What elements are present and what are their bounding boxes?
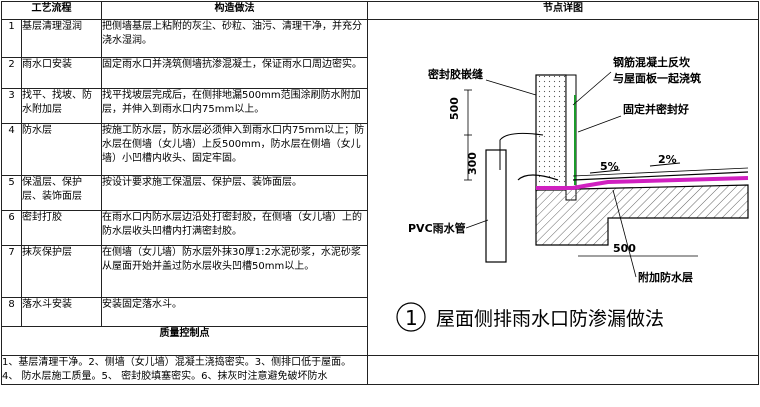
row-step: 基层清理湿润: [21, 19, 102, 58]
row-desc: 把侧墙基层上粘附的灰尘、砂粒、油污、清理干净，并充分浇水湿润。: [101, 19, 368, 58]
row-no: 4: [1, 123, 22, 176]
dim-500-horizontal: 500: [613, 242, 636, 255]
row-desc: 固定雨水口并浇筑侧墙抗渗混凝土，保证雨水口周边密实。: [101, 56, 368, 89]
pvc-pipe: [485, 149, 507, 263]
row-no: 8: [1, 296, 22, 327]
row-step: 防水层: [21, 123, 102, 176]
quality-text: 1、基层清理干净。2、侧墙（女儿墙）混凝土浇捣密实。3、侧排口低于屋面。4、 防…: [1, 355, 368, 385]
row-desc: 安装固定落水斗。: [101, 296, 368, 327]
header-detail: 节点详图: [367, 1, 759, 20]
label-concrete-1: 钢筋混凝土反坎: [613, 55, 691, 69]
row-step: 抹灰保护层: [21, 245, 102, 298]
construction-table: 工艺流程 构造做法 节点详图 1 基层清理湿润 把侧墙基层上粘附的灰尘、砂粒、油…: [1, 1, 759, 385]
detail-caption: 屋面侧排雨水口防渗漏做法: [436, 308, 664, 330]
slope-5: 5%: [600, 160, 619, 173]
roof-finish-top: [572, 167, 749, 177]
leader-extra: [612, 189, 637, 278]
outlet-flange: [517, 174, 559, 181]
detail-drawing-cell: 500 300 500 5% 2% 密封胶嵌缝 钢筋混凝土反坎 与屋面板一起浇筑…: [367, 19, 759, 356]
row-step: 找平、找坡、防水附加层: [21, 87, 102, 125]
label-fix: 固定并密封好: [623, 102, 689, 116]
waterproof-layer: [536, 176, 749, 190]
parapet-wall: [535, 74, 567, 191]
row-no: 2: [1, 56, 22, 89]
row-desc: 在雨水口内防水层边沿处打密封胶，在侧墙（女儿墙）上的防水层收头凹槽内打满密封胶。: [101, 210, 368, 247]
row-desc: 按设计要求施工保温层、保护层、装饰面层。: [101, 174, 368, 212]
header-process: 工艺流程: [1, 1, 102, 20]
roof-slab: [535, 184, 749, 246]
leader-fix: [577, 115, 622, 133]
row-no: 5: [1, 174, 22, 212]
label-sealant: 密封胶嵌缝: [428, 67, 483, 81]
row-desc: 按施工防水层，防水层必须伸入到雨水口内75mm以上；防水层在侧墙（女儿墙）上反5…: [101, 123, 368, 176]
detail-drawing: 500 300 500 5% 2% 密封胶嵌缝 钢筋混凝土反坎 与屋面板一起浇筑…: [396, 55, 749, 332]
label-pvc: PVC雨水管: [408, 221, 466, 235]
slope-arrow-1: [589, 169, 621, 174]
row-no: 1: [1, 19, 22, 58]
row-step: 密封打胶: [21, 210, 102, 247]
dim-300-vertical: 300: [466, 152, 479, 175]
row-step: 雨水口安装: [21, 56, 102, 89]
dim-500-vertical: 500: [448, 97, 461, 120]
header-method: 构造做法: [101, 1, 368, 20]
row-step: 保温层、保护层、装饰面层: [21, 174, 102, 212]
leader-sealant: [485, 79, 537, 96]
leader-concrete: [572, 71, 612, 106]
detail-number-circle: [396, 302, 426, 332]
label-concrete-2: 与屋面板一起浇筑: [613, 71, 701, 85]
drawing-bottom-cell: [367, 355, 759, 385]
row-no: 7: [1, 245, 22, 298]
row-no: 3: [1, 87, 22, 125]
detail-number: 1: [405, 306, 418, 330]
roof-finish: [572, 171, 749, 181]
leader-pvc: [465, 219, 489, 229]
quality-heading: 质量控制点: [1, 325, 368, 357]
row-step: 落水斗安装: [21, 296, 102, 327]
outlet-pipe: [499, 132, 544, 170]
slope-arrow-2: [649, 162, 681, 167]
row-no: 6: [1, 210, 22, 247]
slope-2: 2%: [658, 153, 677, 166]
row-desc: 找平找坡层完成后，在侧排地漏500mm范围涂刷防水附加层，并伸入到雨水口内75m…: [101, 87, 368, 125]
row-desc: 在侧墙（女儿墙）防水层外抹30厚1:2水泥砂浆，水泥砂浆从屋面开始并盖过防水层收…: [101, 245, 368, 298]
label-extra: 附加防水层: [638, 270, 693, 284]
